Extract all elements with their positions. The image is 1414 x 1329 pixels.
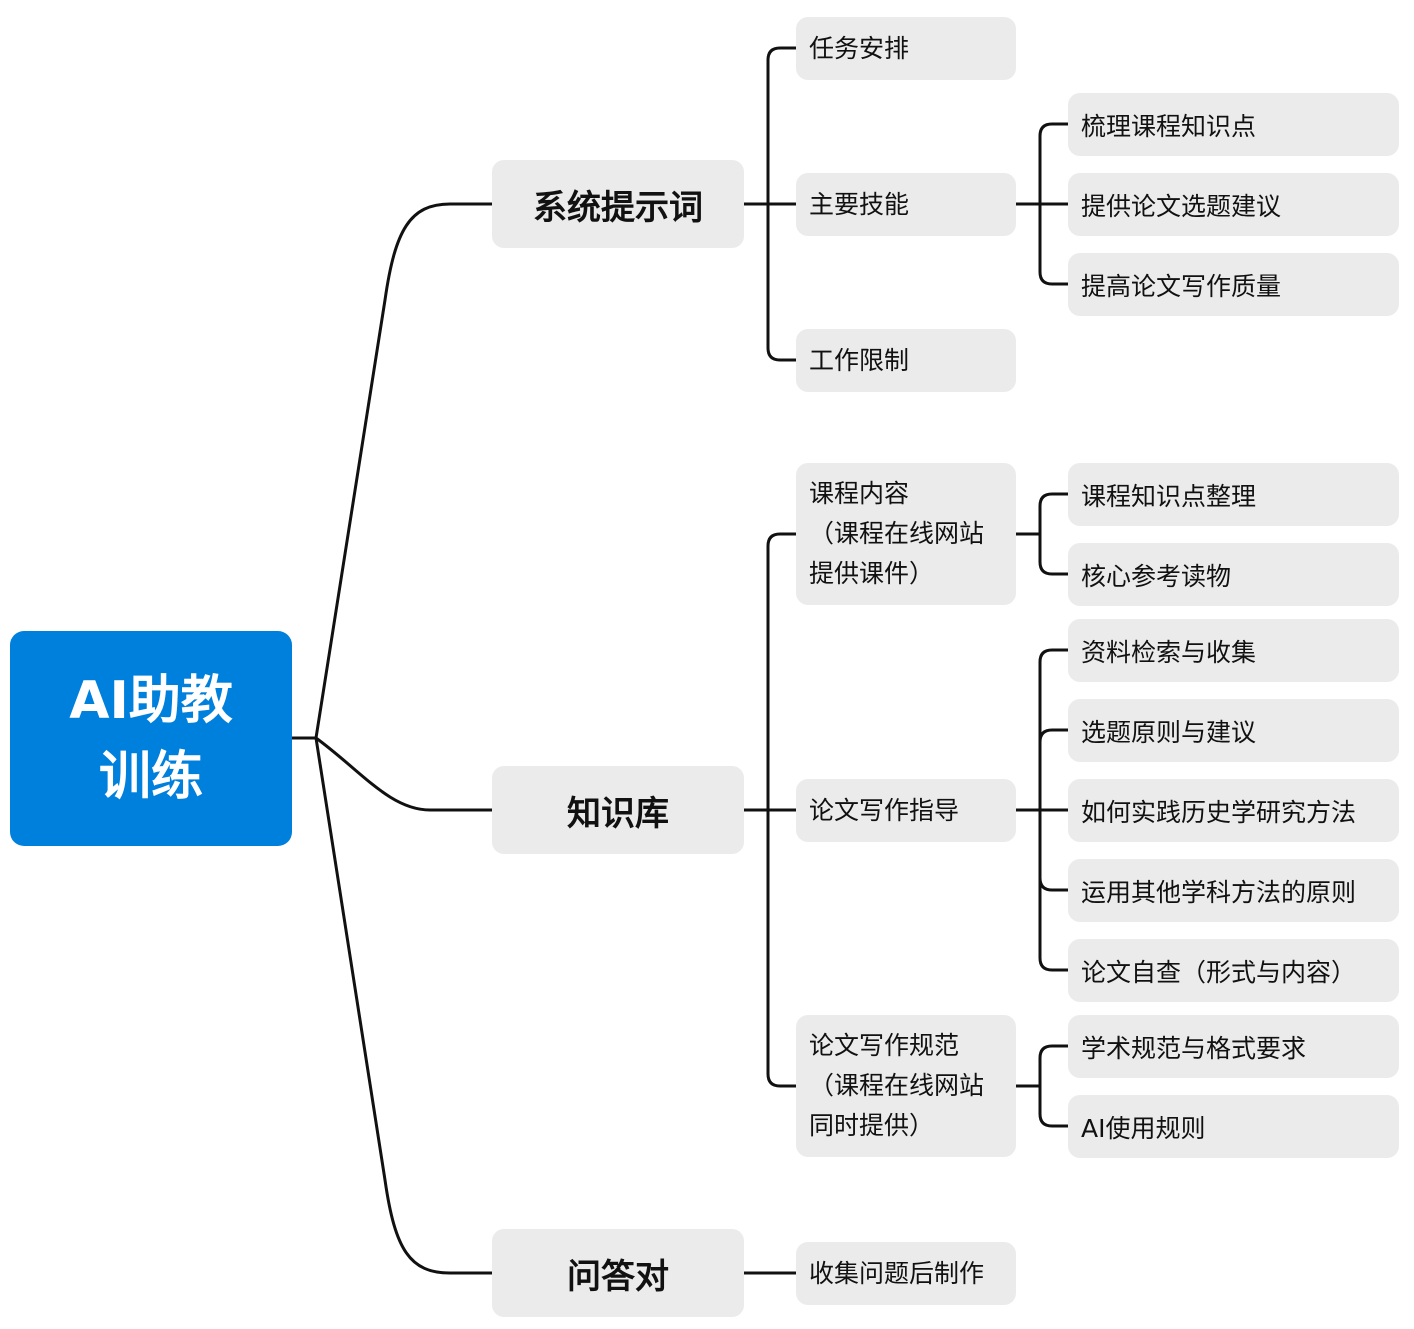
leaf-node[interactable]: 梳理课程知识点: [1068, 93, 1399, 156]
leaf-node[interactable]: AI使用规则: [1068, 1095, 1399, 1158]
leaf-node[interactable]: 提高论文写作质量: [1068, 253, 1399, 316]
node-qa-pairs[interactable]: 问答对: [492, 1229, 744, 1317]
node-writing-standards[interactable]: 论文写作规范 （课程在线网站 同时提供）: [796, 1015, 1016, 1157]
node-work-limits[interactable]: 工作限制: [796, 329, 1016, 392]
leaf-node[interactable]: 课程知识点整理: [1068, 463, 1399, 526]
node-system-prompt[interactable]: 系统提示词: [492, 160, 744, 248]
leaf-node[interactable]: 核心参考读物: [1068, 543, 1399, 606]
root-node[interactable]: AI助教 训练: [10, 631, 292, 846]
node-knowledge-base[interactable]: 知识库: [492, 766, 744, 854]
node-task-arrangement[interactable]: 任务安排: [796, 17, 1016, 80]
node-collect-questions[interactable]: 收集问题后制作: [796, 1242, 1016, 1305]
leaf-node[interactable]: 资料检索与收集: [1068, 619, 1399, 682]
leaf-node[interactable]: 运用其他学科方法的原则: [1068, 859, 1399, 922]
leaf-node[interactable]: 选题原则与建议: [1068, 699, 1399, 762]
node-course-content[interactable]: 课程内容 （课程在线网站 提供课件）: [796, 463, 1016, 605]
node-writing-guidance[interactable]: 论文写作指导: [796, 779, 1016, 842]
leaf-node[interactable]: 学术规范与格式要求: [1068, 1015, 1399, 1078]
leaf-node[interactable]: 如何实践历史学研究方法: [1068, 779, 1399, 842]
node-main-skills[interactable]: 主要技能: [796, 173, 1016, 236]
leaf-node[interactable]: 论文自查（形式与内容）: [1068, 939, 1399, 1002]
leaf-node[interactable]: 提供论文选题建议: [1068, 173, 1399, 236]
